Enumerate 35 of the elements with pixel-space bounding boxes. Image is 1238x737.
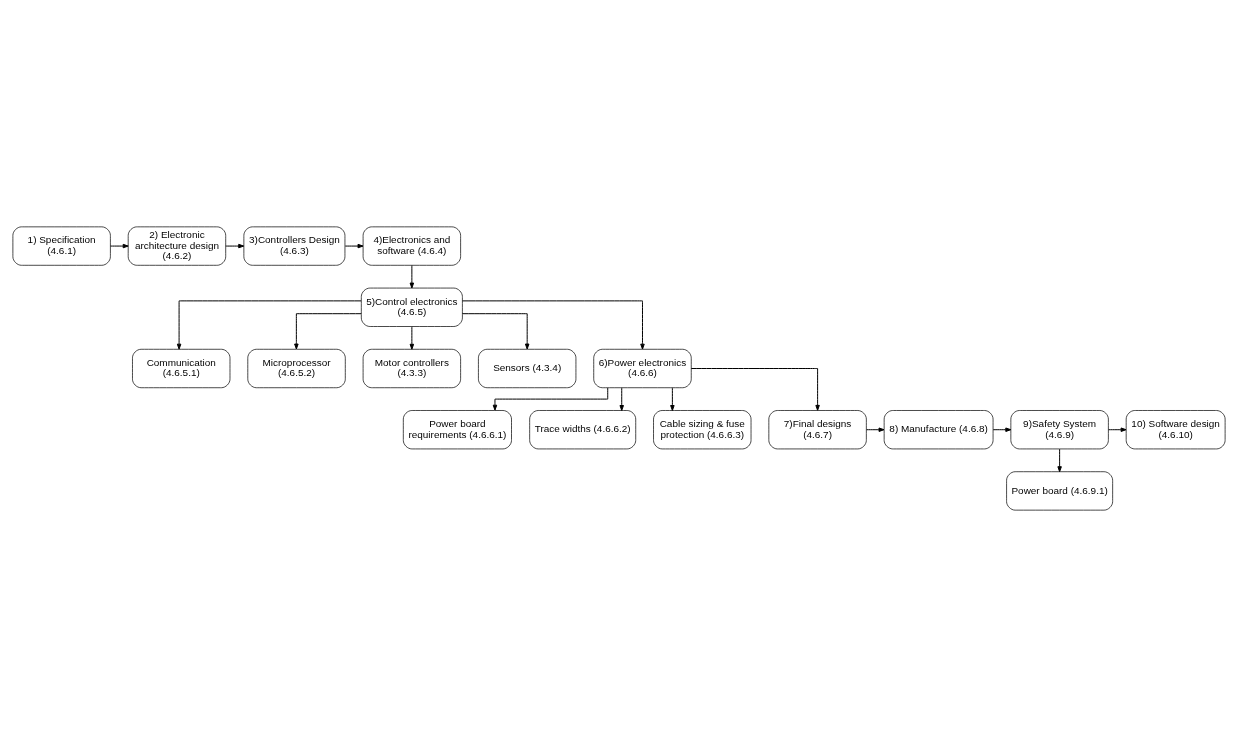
node-box: Power board requirements (4.6.6.1) (402, 410, 512, 450)
node-box: 3)Controllers Design (4.6.3) (243, 226, 346, 266)
arrow (461, 313, 530, 350)
arrow (1108, 427, 1127, 432)
node-box: Motor controllers (4.3.3) (362, 348, 461, 389)
arrow (294, 313, 362, 350)
arrow (344, 243, 364, 249)
node-box: 2) Electronic architecture design (4.6.2) (127, 226, 227, 266)
node-box: 10) Software design (4.6.10) (1125, 410, 1226, 450)
node-box: Microprocessor (4.6.5.2) (247, 348, 346, 389)
node-box: Communication (4.6.5.1) (132, 348, 231, 389)
node-box: Power board (4.6.9.1) (1006, 471, 1113, 511)
node-box: Trace widths (4.6.6.2) (529, 410, 637, 450)
arrow (619, 387, 624, 411)
arrow (461, 300, 645, 350)
arrow (409, 326, 415, 350)
node-box: Sensors (4.3.4) (478, 348, 577, 389)
node-box: 9)Safety System (4.6.9) (1010, 410, 1109, 450)
arrow (176, 300, 362, 350)
arrow (225, 243, 245, 249)
arrow (492, 387, 609, 411)
arrow (1057, 448, 1062, 473)
node-box: Cable sizing & fuse protection (4.6.6.3) (653, 410, 752, 450)
arrow (865, 427, 885, 432)
arrow (992, 427, 1012, 432)
arrow (110, 243, 129, 249)
node-box: 5)Control electronics (4.6.5) (360, 287, 463, 327)
arrow (409, 264, 415, 289)
node-box: 7)Final designs (4.6.7) (768, 410, 867, 450)
node-box: 1) Specification (4.6.1) (12, 226, 111, 266)
node-box: 4)Electronics and software (4.6.4) (362, 226, 461, 266)
node-box: 8) Manufacture (4.6.8) (883, 410, 994, 450)
arrow (690, 368, 820, 411)
node-box: 6)Power electronics (4.6.6) (593, 348, 692, 389)
arrow (670, 387, 675, 411)
